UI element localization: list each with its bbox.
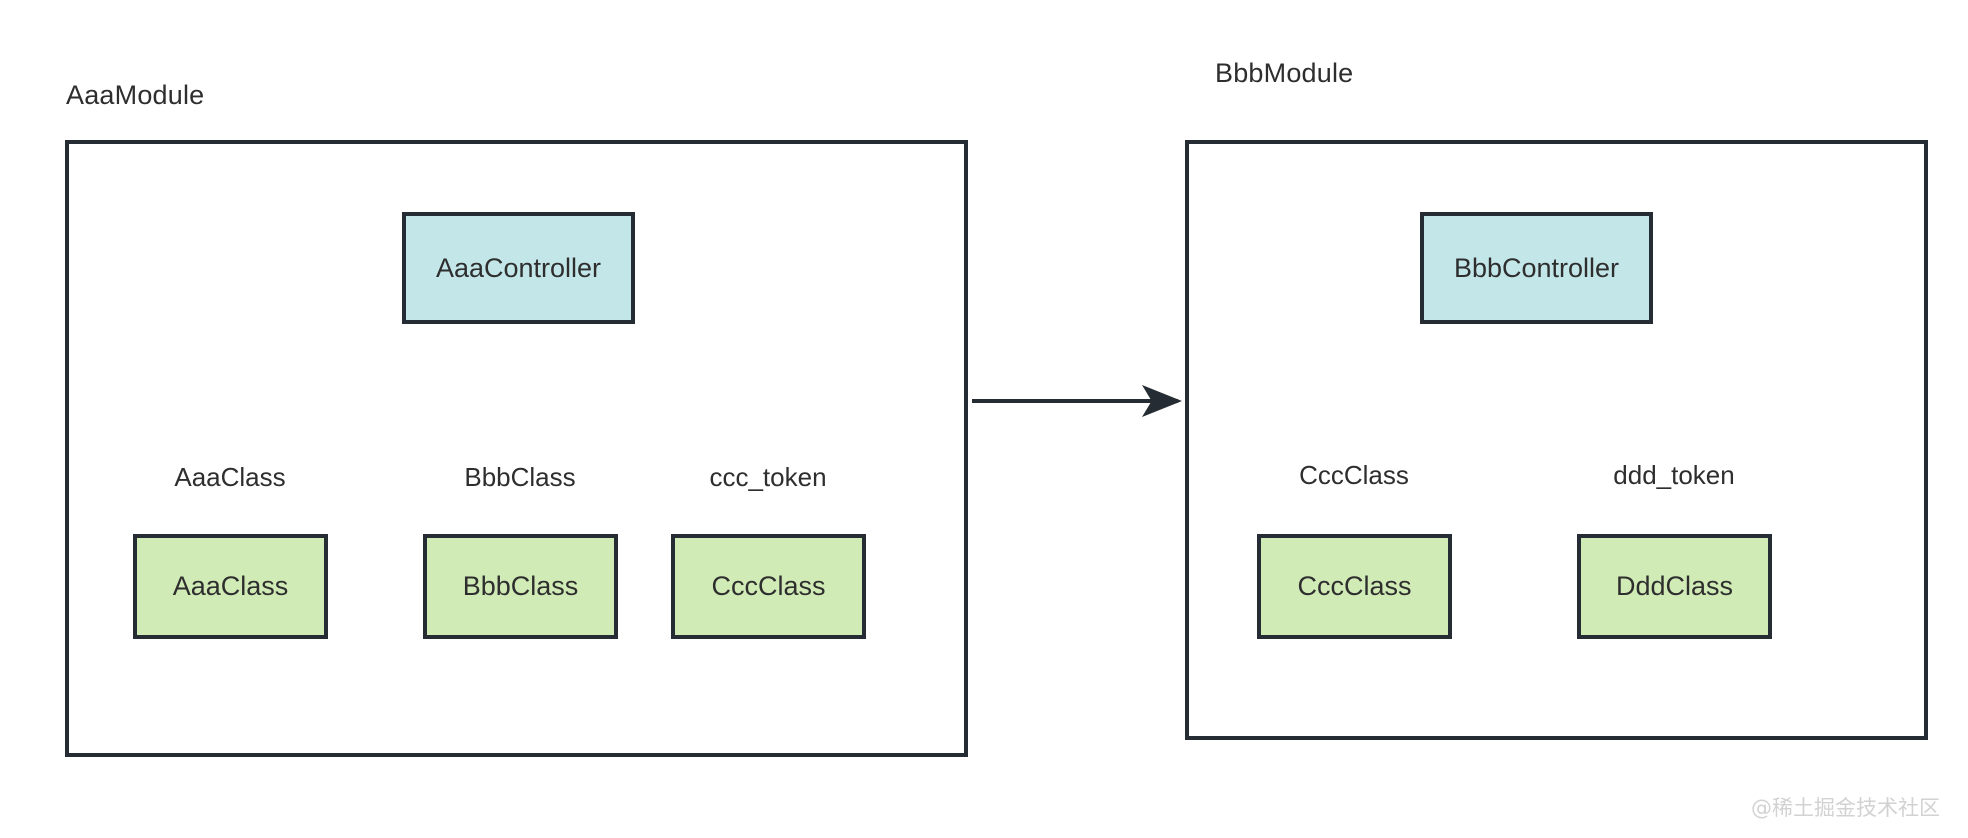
watermark: @稀土掘金技术社区	[1751, 796, 1940, 820]
node-label: BbbClass	[462, 571, 579, 601]
node-ccc-class-2[interactable]: CccClass	[1257, 534, 1452, 639]
edge-label-ddd-token: ddd_token	[1606, 458, 1742, 493]
node-label: DddClass	[1615, 571, 1734, 601]
node-bbb-controller[interactable]: BbbController	[1420, 212, 1653, 324]
node-label: CccClass	[1297, 571, 1412, 601]
node-aaa-class[interactable]: AaaClass	[133, 534, 328, 639]
node-label: AaaClass	[172, 571, 289, 601]
edge-label-ccc-token: ccc_token	[702, 460, 834, 495]
edge-label-ccc-class-2: CccClass	[1292, 458, 1416, 493]
module-label-bbb: BbbModule	[1215, 58, 1354, 88]
module-label-aaa: AaaModule	[66, 80, 205, 110]
node-ccc-class[interactable]: CccClass	[671, 534, 866, 639]
node-label: BbbController	[1453, 252, 1620, 283]
edge-label-aaa-class: AaaClass	[167, 460, 293, 495]
node-ddd-class[interactable]: DddClass	[1577, 534, 1772, 639]
node-label: AaaController	[435, 252, 602, 283]
node-aaa-controller[interactable]: AaaController	[402, 212, 635, 324]
edge-label-bbb-class: BbbClass	[457, 460, 583, 495]
node-bbb-class[interactable]: BbbClass	[423, 534, 618, 639]
node-label: CccClass	[711, 571, 826, 601]
